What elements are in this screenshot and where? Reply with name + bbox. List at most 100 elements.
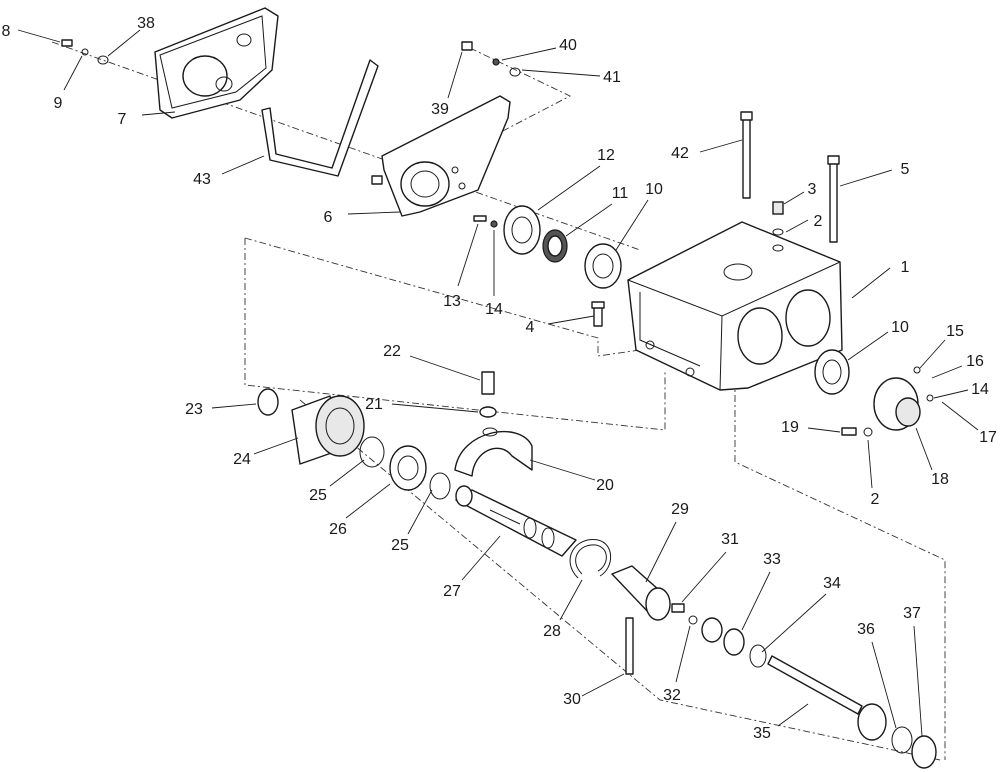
callout-label: 8 <box>2 23 11 40</box>
leader-line <box>851 267 891 299</box>
callout-label: 5 <box>901 161 910 178</box>
leader-line <box>581 673 625 697</box>
part-long-bolts <box>740 111 840 243</box>
part-gear-shaft-assembly <box>257 388 451 500</box>
callout-label: 7 <box>118 111 127 128</box>
callout-label: 42 <box>671 145 689 162</box>
leader-line <box>931 365 963 379</box>
leader-line <box>537 165 601 211</box>
part-end-cover <box>814 349 934 437</box>
leader-line <box>407 489 433 535</box>
callout-label: 37 <box>903 605 921 622</box>
callout-label: 30 <box>563 691 581 708</box>
leader-line <box>783 191 805 205</box>
leader-line <box>547 315 595 325</box>
callout-label: 6 <box>324 209 333 226</box>
callout-label: 10 <box>891 319 909 336</box>
callout-leaders <box>17 29 979 737</box>
leader-line <box>699 139 743 153</box>
callout-label: 35 <box>753 725 771 742</box>
leader-line <box>777 703 809 727</box>
part-gearbox-housing <box>627 221 843 391</box>
callout-label: 28 <box>543 623 561 640</box>
leader-line <box>347 211 401 215</box>
callout-label: 18 <box>931 471 949 488</box>
leader-line <box>681 551 727 603</box>
part-output-assembly <box>611 565 937 769</box>
callout-label: 31 <box>721 531 739 548</box>
leader-line <box>645 521 677 583</box>
leader-line <box>107 29 141 57</box>
leader-line <box>785 219 809 233</box>
leader-line <box>409 355 481 381</box>
callout-label: 22 <box>383 343 401 360</box>
leader-line <box>63 55 83 91</box>
leader-line <box>253 437 299 455</box>
leader-line <box>521 69 601 77</box>
callout-label: 32 <box>663 687 681 704</box>
callout-label: 15 <box>946 323 964 340</box>
leader-line <box>345 483 391 519</box>
callout-label: 1 <box>901 259 910 276</box>
callout-label: 34 <box>823 575 841 592</box>
part-snap-ring <box>569 539 612 579</box>
leader-line <box>211 403 257 409</box>
leader-line <box>447 51 463 99</box>
callout-label: 40 <box>559 37 577 54</box>
callout-label: 13 <box>443 293 461 310</box>
leader-line <box>867 439 873 489</box>
leader-line <box>941 401 979 431</box>
callout-label: 24 <box>233 451 251 468</box>
leader-line <box>839 169 893 187</box>
leader-line <box>919 339 946 369</box>
leader-line <box>329 459 365 487</box>
leader-line <box>457 223 479 287</box>
leader-line <box>221 155 265 175</box>
leader-line <box>915 427 933 471</box>
callout-label: 27 <box>443 583 461 600</box>
part-yoke <box>454 371 533 477</box>
leader-line <box>933 389 969 399</box>
leader-line <box>559 579 583 621</box>
leader-line <box>913 625 923 737</box>
callout-label: 26 <box>329 521 347 538</box>
callout-label: 14 <box>485 301 503 318</box>
callout-label: 14 <box>971 381 989 398</box>
leader-line <box>461 535 501 581</box>
part-small-fasteners <box>61 39 521 228</box>
leader-line <box>807 427 841 433</box>
callout-label: 29 <box>671 501 689 518</box>
callout-label: 38 <box>137 15 155 32</box>
callout-label: 23 <box>185 401 203 418</box>
callout-label: 25 <box>391 537 409 554</box>
callout-label: 2 <box>814 213 823 230</box>
callout-label: 36 <box>857 621 875 638</box>
part-cover-plate <box>154 7 279 119</box>
callout-label: 17 <box>979 429 997 446</box>
callout-label: 19 <box>781 419 799 436</box>
part-bearings-upper <box>503 205 622 289</box>
callout-label: 33 <box>763 551 781 568</box>
callout-label: 21 <box>365 396 383 413</box>
callout-label: 43 <box>193 171 211 188</box>
leader-line <box>565 203 613 237</box>
leader-line <box>761 593 827 653</box>
leader-line <box>847 331 889 361</box>
leader-line <box>501 47 557 61</box>
leader-line <box>17 29 61 43</box>
part-main-shaft <box>455 485 577 557</box>
callout-label: 9 <box>54 95 63 112</box>
callout-label: 16 <box>966 353 984 370</box>
leader-line <box>871 641 897 729</box>
leader-line <box>141 111 176 116</box>
leader-line <box>391 403 479 413</box>
callout-label: 12 <box>597 147 615 164</box>
leader-line <box>529 459 596 481</box>
callout-label: 4 <box>526 319 535 336</box>
callout-label: 41 <box>603 69 621 86</box>
leader-line <box>741 571 771 631</box>
callout-label: 20 <box>596 477 614 494</box>
callout-label: 39 <box>431 101 449 118</box>
callout-label: 10 <box>645 181 663 198</box>
leader-line <box>615 199 649 251</box>
